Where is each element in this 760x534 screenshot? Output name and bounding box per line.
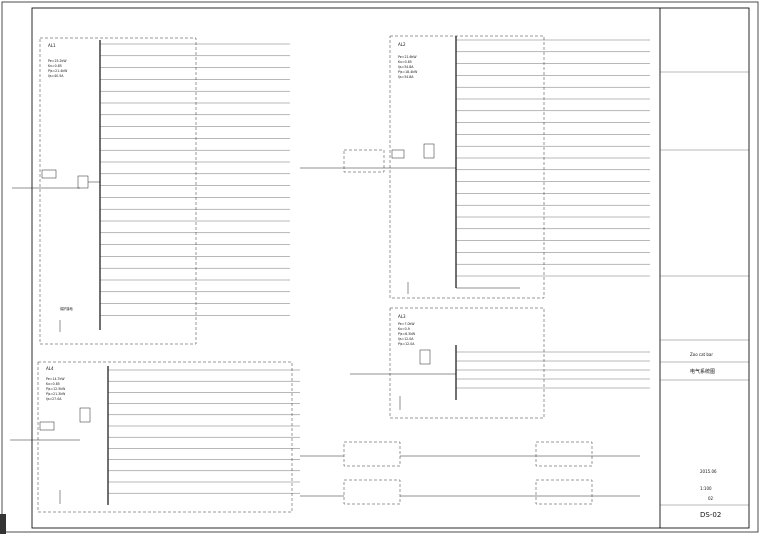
panel-2-enclosure bbox=[389, 35, 545, 299]
panel-3-params: Pe=7.0kW Kx=0.9 Pjs=6.3kW Ijs=12.0A Pjs=… bbox=[398, 322, 416, 346]
panel-2-param: Pjs=18.4kW bbox=[398, 70, 418, 74]
panel-3-param: Pe=7.0kW bbox=[398, 322, 415, 326]
panel-1-param: Ijs=40.5A bbox=[48, 74, 64, 78]
panel-4-main-breaker bbox=[79, 407, 91, 423]
panel-3-name: AL3 bbox=[398, 314, 406, 319]
panel-2: AL2 Pe=21.6kW Kx=0.85 Ijs=34.8A Pjs=18.4… bbox=[300, 35, 650, 299]
panel-1-param: Pjs=21.4kW bbox=[48, 69, 68, 73]
panel-3-param: Pjs=12.0A bbox=[398, 342, 415, 346]
panel-4-param: Kx=0.85 bbox=[46, 382, 60, 386]
panel-3-enclosure bbox=[389, 307, 545, 419]
panel-2-name: AL2 bbox=[398, 42, 406, 47]
title-block: Zoo cat bar 电气系统图 2015.06 1:100 02 DS-02 bbox=[659, 8, 749, 528]
panel-4-param: Pjs=12.5kW bbox=[46, 387, 66, 391]
panel-4-param: Pe=14.7kW bbox=[46, 377, 65, 381]
panel-1-param: Pe=25.2kW bbox=[48, 59, 67, 63]
corner-mark bbox=[0, 514, 6, 534]
panel-2-param: Ijs=34.8A bbox=[398, 65, 414, 69]
panel-4-param: Pjs=21.3kW bbox=[46, 392, 66, 396]
panel-2-param: Ijs=34.8A bbox=[398, 75, 414, 79]
panel-3-circuits bbox=[456, 351, 650, 389]
sheet-sequence: 02 bbox=[708, 496, 714, 501]
panel-2-meter bbox=[391, 149, 405, 159]
drawing-name: 电气系统图 bbox=[690, 368, 715, 375]
drawing-number: DS-02 bbox=[700, 511, 721, 519]
panel-2-param: Pe=21.6kW bbox=[398, 55, 417, 59]
panel-4-meter bbox=[39, 421, 55, 431]
panel-4: AL4 Pe=14.7kW Kx=0.85 Pjs=12.5kW Pjs=21.… bbox=[10, 361, 300, 513]
panel-3-param: Pjs=6.3kW bbox=[398, 332, 416, 336]
panel-3-main-breaker bbox=[419, 349, 431, 365]
panel-4-param: Ijs=27.0A bbox=[46, 397, 62, 401]
panel-4-name: AL4 bbox=[46, 366, 54, 371]
drawing-border bbox=[31, 7, 750, 529]
scale: 1:100 bbox=[700, 486, 712, 491]
sub-box bbox=[535, 479, 593, 505]
panel-1-param: Kx=0.85 bbox=[48, 64, 62, 68]
panel-2-circuits bbox=[456, 39, 650, 277]
panel-2-params: Pe=21.6kW Kx=0.85 Ijs=34.8A Pjs=18.4kW I… bbox=[398, 55, 418, 79]
sub-box bbox=[343, 479, 401, 505]
year: 2015.06 bbox=[700, 469, 717, 474]
sub-box bbox=[535, 441, 593, 467]
panel-1: AL1 Pe=25.2kW Kx=0.85 Pjs=21.4kW Ijs=40.… bbox=[12, 37, 290, 345]
panel-4-params: Pe=14.7kW Kx=0.85 Pjs=12.5kW Pjs=21.3kW … bbox=[46, 377, 66, 401]
panel-2-main-breaker bbox=[423, 143, 435, 159]
panel-4-enclosure bbox=[37, 361, 293, 513]
panel-3: AL3 Pe=7.0kW Kx=0.9 Pjs=6.3kW Ijs=12.0A … bbox=[350, 307, 650, 419]
sub-box bbox=[343, 441, 401, 467]
panel-2-junction-box bbox=[343, 149, 385, 173]
sub-distribution-boxes bbox=[300, 441, 640, 505]
project-name: Zoo cat bar bbox=[690, 352, 713, 357]
panel-1-circuits bbox=[100, 43, 290, 316]
panel-1-name: AL1 bbox=[48, 43, 56, 48]
panel-3-param: Kx=0.9 bbox=[398, 327, 410, 331]
panel-4-circuits bbox=[108, 369, 300, 494]
panel-3-param: Ijs=12.0A bbox=[398, 337, 414, 341]
panel-1-meter bbox=[41, 169, 57, 179]
panel-1-params: Pe=25.2kW Kx=0.85 Pjs=21.4kW Ijs=40.5A bbox=[48, 59, 68, 78]
panel-2-param: Kx=0.85 bbox=[398, 60, 412, 64]
panel-1-enclosure bbox=[39, 37, 197, 345]
panel-1-earth-label: 保护接地 bbox=[60, 306, 74, 311]
